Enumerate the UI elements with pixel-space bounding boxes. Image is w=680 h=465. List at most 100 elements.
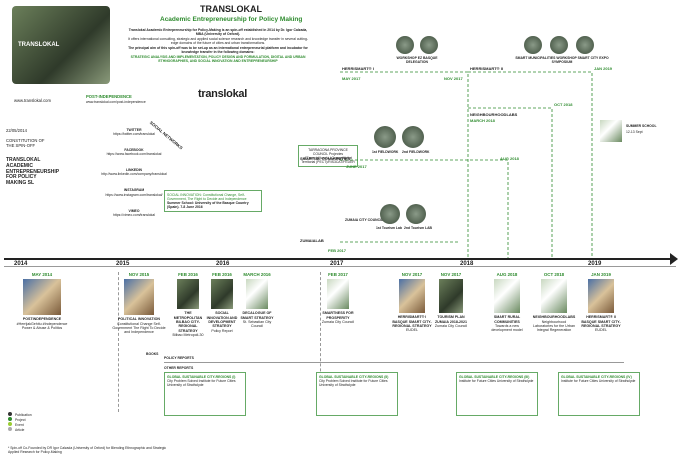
item-6-title: HERRISMART® I BASQUE SMART CITY-REGIONAL… [392,315,432,328]
item-8-date: AUG 2018 [496,272,518,277]
tarragona-box: TARRAGONA PROVINCE COUNCIL Projectes d'E… [298,145,358,168]
item-5-cover [327,279,349,310]
year-2017: 2017 [330,261,344,267]
timeline-arrow-icon [670,253,678,265]
footnote: * Spin-off Co-Founded by DR Igor Calzada… [8,446,167,455]
summer-school-thumbnail [600,120,622,142]
translokal-wordmark: translokal [198,88,247,100]
year-band [4,266,676,267]
gs-4-title: GLOBAL SUSTAINABLE CITY-REGIONS (IV) [561,375,632,379]
neighbourhood-label: NEIGHBOURHOODLABS [470,112,518,117]
item-8-sub: Towards a new development model [491,323,523,333]
post-independence-url[interactable]: www.translokal.com/post-independence [86,100,146,104]
item-3-cover [211,279,233,310]
intro-text: It offers international consulting, stra… [128,37,308,46]
herrismart-2-label: HERRISMART® II [470,66,503,71]
instagram-url[interactable]: https://www.instagram.com/translokal/ [105,192,163,197]
gs-1-title: GLOBAL SUSTAINABLE CITY-REGIONS (I) [167,375,236,379]
legend-event: Event [8,422,68,427]
year-2016: 2016 [216,261,230,267]
twitter-name: TWITTER [126,128,142,132]
tourism-lab-1-label: 1st Tourism Lab [376,226,402,230]
fieldwork-2-label: 2nd FIELDWORK [402,150,430,154]
item-1-sub: Constitutional Change Self-Government Th… [112,321,166,335]
smart-muni-photo-2 [550,36,568,54]
item-tourism-plan[interactable]: NOV 2017 TOURISM PLAN ZUMAIA 2018-2021 Z… [434,272,468,328]
item-herrismart-1[interactable]: NOV 2017 HERRISMART® I BASQUE SMART CITY… [392,272,432,333]
wordmark-text: translokal [198,88,247,100]
item-7-cover [439,279,463,314]
item-herrismart-2[interactable]: JAN 2019 HERRISMART® II BASQUE SMART CIT… [580,272,622,333]
summer-school-box: SOCIAL INNOVATION: Constitutional Change… [164,190,262,213]
legend-article: Article [8,427,68,432]
subtitle: Academic Entrepreneurship for Policy Mak… [160,16,303,23]
item-decalogue[interactable]: MARCH 2016 DECALOGUE OF SMART STRATEGY S… [240,272,274,329]
main-timeline [4,258,676,260]
linkedin-url[interactable]: http://www.linkedin.com/company/translok… [101,172,167,177]
constitution-label: CONSTITUTION OF THE SPIN-OFF [6,138,45,149]
legend: Publication Project Event Article [8,412,68,432]
gs-3-title: GLOBAL SUSTAINABLE CITY-REGIONS (III) [459,375,530,379]
item-neighbourhoodlabs[interactable]: OCT 2018 NEIGHBOURHOODLABS Neighbourhood… [532,272,576,333]
smart-muni-photo-1 [524,36,542,54]
smartial-communities-line [340,159,509,258]
gs-box-1[interactable]: GLOBAL SUSTAINABLE CITY-REGIONS (I) City… [164,372,246,416]
item-7-sub: Zumaia City Council [434,323,468,328]
item-political-innovation[interactable]: NOV 2015 POLITICAL INNOVATION Constituti… [110,272,168,335]
workshop-photo-1 [396,36,414,54]
item-5-date: FEB 2017 [328,272,348,277]
gs-box-3[interactable]: GLOBAL SUSTAINABLE CITY-REGIONS (III) In… [456,372,538,416]
item-1-cover [124,279,154,316]
gs-box-2[interactable]: GLOBAL SUSTAINABLE CITY-REGIONS (II) Cit… [316,372,398,416]
item-4-date: MARCH 2016 [243,272,271,277]
year-2019: 2019 [588,261,602,267]
legend-article-label: Article [15,428,25,433]
main-title: TRANSLOKAL [200,4,262,14]
books-label: BOOKS [146,352,159,356]
facebook-url[interactable]: https://www.facebook.com/translokal [106,152,162,157]
aug2018-label: AUG 2018 [500,156,519,161]
social-networks-panel: SOCIAL NETWORKS TWITTER https://twitter.… [90,120,194,240]
vimeo-url[interactable]: https://vimeo.com/translokal [112,212,156,217]
legend-project: Project [8,417,68,422]
feb2017-label: FEB 2017 [328,248,347,253]
item-0-cover [23,279,61,316]
item-9-title: NEIGHBOURHOODLABS [532,315,576,320]
item-smart-rural[interactable]: AUG 2018 SMART RURAL COMMUNITIES Towards… [486,272,528,333]
jan2019-label: JAN 2019 [594,66,613,71]
gs-4-sub: Institute for Future Cities University o… [561,379,636,384]
website-link[interactable]: www.translokal.com [14,98,52,103]
item-5-title: SMARTNESS FOR PROSPERITY [322,311,354,320]
item-metropolitan-bilbao[interactable]: FEB 2016 THE METROPOLITAN BILBAO CITY-RE… [172,272,204,337]
year-2014: 2014 [14,261,28,267]
legend-project-label: Project [15,418,26,423]
summer-school-date: 12-13 Sept [626,130,643,134]
nov2017-label: NOV 2017 [444,76,463,81]
year-2015: 2015 [116,261,130,267]
gs-3-sub: Institute for Future Cities University o… [459,379,534,384]
other-reports-label: OTHER REPORTS [164,366,194,370]
tourism-lab-photo-2 [406,204,426,224]
march2018-label: MARCH 2018 [470,118,495,123]
fieldwork-1-label: 1st FIELDWORK [372,150,399,154]
item-smartness[interactable]: FEB 2017 SMARTNESS FOR PROSPERITY Zumaia… [320,272,356,324]
policy-reports-divider [164,362,624,363]
twitter-url[interactable]: https://twitter.com/translokal [113,132,155,137]
item-0-date: MAY 2014 [31,272,53,277]
tourism-lab-photo-1 [380,204,400,224]
legend-publication: Publication [8,412,68,417]
item-social-innovation[interactable]: FEB 2016 SOCIAL INNOVATION AND DEVELOPME… [206,272,238,333]
item-postindependence[interactable]: MAY 2014 POSTINDEPENDENCE #HerrijakGehit… [12,272,72,330]
fieldwork-photo-2 [402,126,424,148]
social-innovation-text: SOCIAL INNOVATION: Constitutional Change… [167,193,247,202]
item-4-cover [246,279,268,310]
linkedin-name: LINKEDIN [125,168,142,173]
gs-box-4[interactable]: GLOBAL SUSTAINABLE CITY-REGIONS (IV) Ins… [558,372,640,416]
item-2-date: FEB 2016 [178,272,198,277]
item-1-title: POLITICAL INNOVATION [118,317,160,322]
workshop-ez-label: WORKSHOP EZ BASQUE DELEGATION [396,56,438,65]
zumaia-council-text: ZUMAIA CITY COUNCIL [345,218,384,222]
item-3-date: FEB 2016 [212,272,232,277]
fieldwork-photo-1 [374,126,396,148]
item-10-sub: EUDEL [595,328,607,333]
